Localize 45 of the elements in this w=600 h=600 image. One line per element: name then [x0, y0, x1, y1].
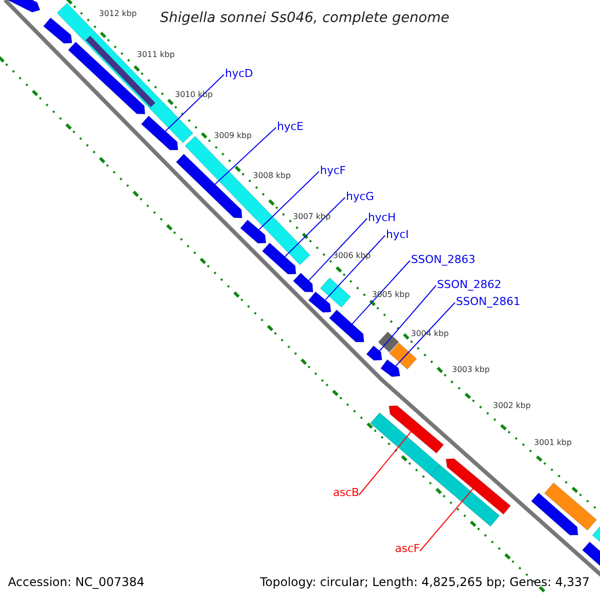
leader-line	[395, 302, 456, 367]
gene-block	[328, 310, 364, 342]
gene-label: hycE	[277, 121, 304, 132]
gene-block	[292, 272, 314, 292]
gene-block	[530, 492, 578, 536]
gene-label: SSON_2863	[411, 254, 476, 265]
scale-label: 3001 kbp	[534, 439, 572, 447]
leader-line	[352, 260, 410, 324]
gene-block	[240, 219, 266, 244]
gene-block	[380, 359, 400, 378]
leader-line	[378, 285, 436, 352]
gene-block	[176, 154, 242, 218]
leader-line	[308, 218, 368, 282]
gene-label: ascB	[333, 487, 360, 498]
gene-label: hycI	[386, 229, 409, 240]
gene-label: hycH	[368, 212, 396, 223]
gene-block	[308, 291, 332, 313]
leader-line	[358, 431, 412, 496]
scale-label: 3009 kbp	[214, 132, 252, 140]
leader-line	[258, 171, 320, 230]
gene-block	[140, 116, 178, 150]
scale-label: 3008 kbp	[253, 172, 291, 180]
leader-line	[284, 197, 346, 258]
gene-label: hycF	[320, 165, 346, 176]
gene-block	[262, 242, 296, 274]
scale-label: 3011 kbp	[137, 51, 175, 59]
leader-line	[324, 235, 386, 301]
gene-label: ascF	[395, 543, 420, 554]
scale-label: 3002 kbp	[493, 402, 531, 410]
gene-label: SSON_2862	[437, 279, 502, 290]
gene-block	[446, 458, 511, 515]
gene-label: SSON_2861	[456, 296, 520, 307]
gene-block	[388, 405, 444, 454]
scale-label: 3012 kbp	[99, 10, 137, 18]
gene-block	[366, 345, 382, 361]
leader-line	[420, 488, 474, 552]
chart-title: Shigella sonnei Ss046, complete genome	[160, 11, 450, 25]
leader-line	[214, 127, 276, 185]
gene-block	[43, 17, 72, 44]
accession-text: Accession: NC_007384	[8, 576, 144, 588]
genome-summary-text: Topology: circular; Length: 4,825,265 bp; Genes: 4,337	[260, 576, 590, 588]
gene-label: hycD	[225, 68, 253, 79]
leader-line	[164, 74, 224, 132]
gene-label: hycG	[346, 191, 374, 202]
scale-label: 3003 kbp	[452, 366, 490, 374]
